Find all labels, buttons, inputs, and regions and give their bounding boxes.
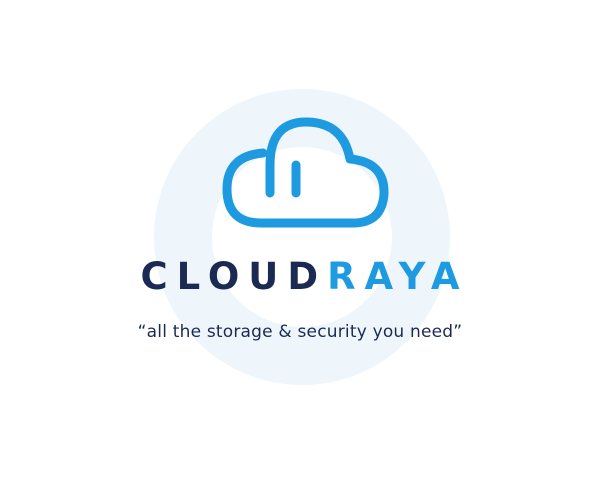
brand-name-cloud: CLOUD bbox=[140, 255, 328, 298]
brand-tagline: “all the storage & security you need” bbox=[137, 322, 463, 342]
brand-name-raya: RAYA bbox=[327, 255, 469, 298]
brand-wordmark: CLOUDRAYA bbox=[0, 254, 600, 300]
cloud-icon bbox=[222, 117, 389, 228]
